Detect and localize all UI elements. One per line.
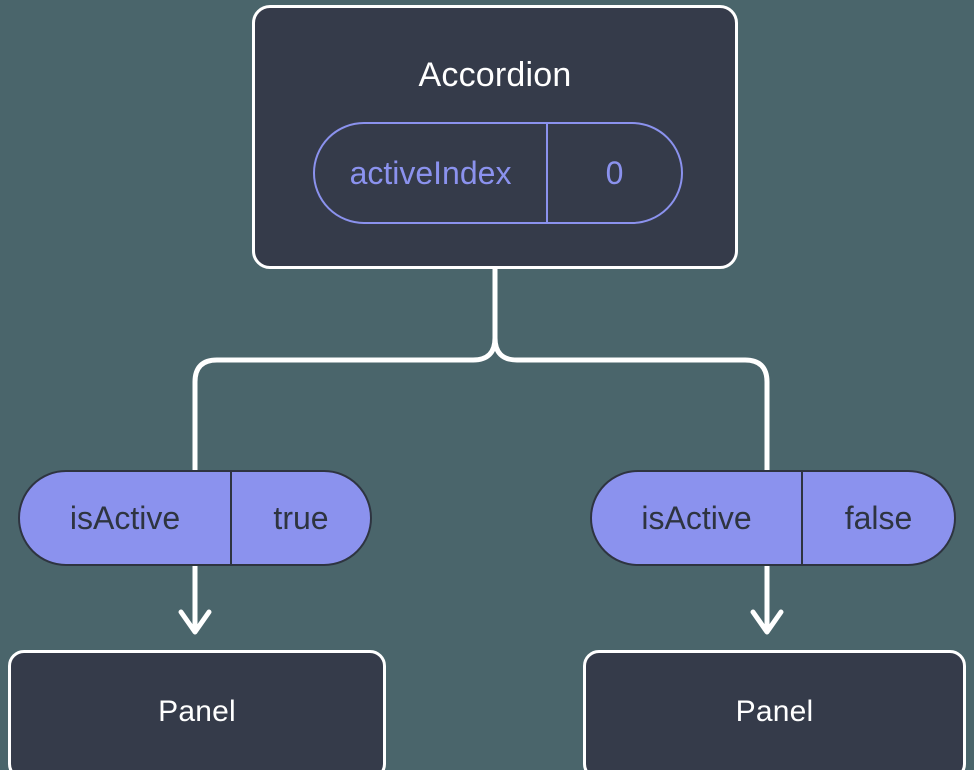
- accordion-state-pill[interactable]: activeIndex 0: [313, 122, 683, 224]
- state-value-label: 0: [605, 154, 624, 191]
- prop-pill-right[interactable]: isActive false: [590, 470, 956, 566]
- state-key-label: activeIndex: [315, 124, 548, 222]
- connector-fork-left: [192, 335, 498, 473]
- arrowhead-left: [178, 609, 212, 635]
- prop-key-label-right: isActive: [592, 472, 803, 564]
- prop-key-label-left: isActive: [20, 472, 232, 564]
- prop-value-label-left: true: [273, 499, 329, 536]
- prop-value-label-right: false: [844, 499, 913, 536]
- connector-fork-right: [492, 335, 770, 473]
- accordion-title: Accordion: [418, 56, 572, 94]
- panel-node-right[interactable]: Panel: [583, 650, 966, 770]
- arrowhead-right: [750, 609, 784, 635]
- panel-title-right: Panel: [735, 695, 814, 728]
- panel-title-left: Panel: [158, 695, 236, 728]
- prop-pill-left[interactable]: isActive true: [18, 470, 372, 566]
- accordion-node[interactable]: Accordion activeIndex 0: [252, 5, 738, 269]
- panel-node-left[interactable]: Panel: [8, 650, 386, 770]
